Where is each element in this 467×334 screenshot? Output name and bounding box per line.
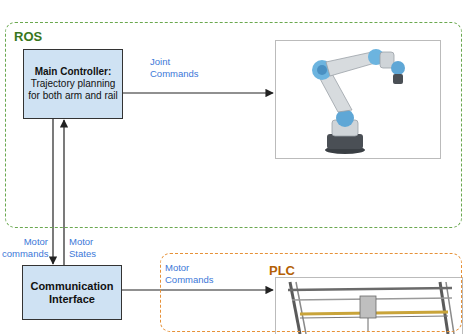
edge-label-box: Motor States: [69, 236, 109, 260]
command-arrow: [122, 92, 273, 93]
box-text: Trajectory planning for both arm and rai…: [28, 78, 118, 102]
edge-label: Motor States: [69, 236, 109, 260]
process-box: Main Controller:Trajectory planning for …: [23, 49, 123, 119]
rail-system-picture: [276, 278, 463, 334]
signal-label: Joint Commands: [150, 56, 210, 80]
edge-label-box: Motor commands: [2, 236, 48, 260]
region-heading: PLC: [269, 263, 295, 278]
command-arrow: [122, 289, 273, 290]
system-region: PLC: [160, 253, 462, 332]
signal-label: Motor Commands: [165, 262, 225, 286]
region-heading: ROS: [14, 29, 42, 44]
box-title: Communication Interface: [27, 280, 117, 306]
system-region: ROS Main Controller:Trajectory planning f…: [5, 22, 462, 228]
process-box: Communication Interface: [22, 265, 122, 320]
signal-label-box: Joint Commands: [150, 56, 210, 80]
edge-label: Motor commands: [2, 236, 48, 260]
signal-arrow: [52, 119, 53, 264]
box-title: Main Controller:: [35, 66, 112, 78]
signal-arrow: [63, 120, 64, 265]
robot-arm-picture: [276, 41, 441, 159]
signal-label-box: Motor Commands: [165, 262, 225, 286]
